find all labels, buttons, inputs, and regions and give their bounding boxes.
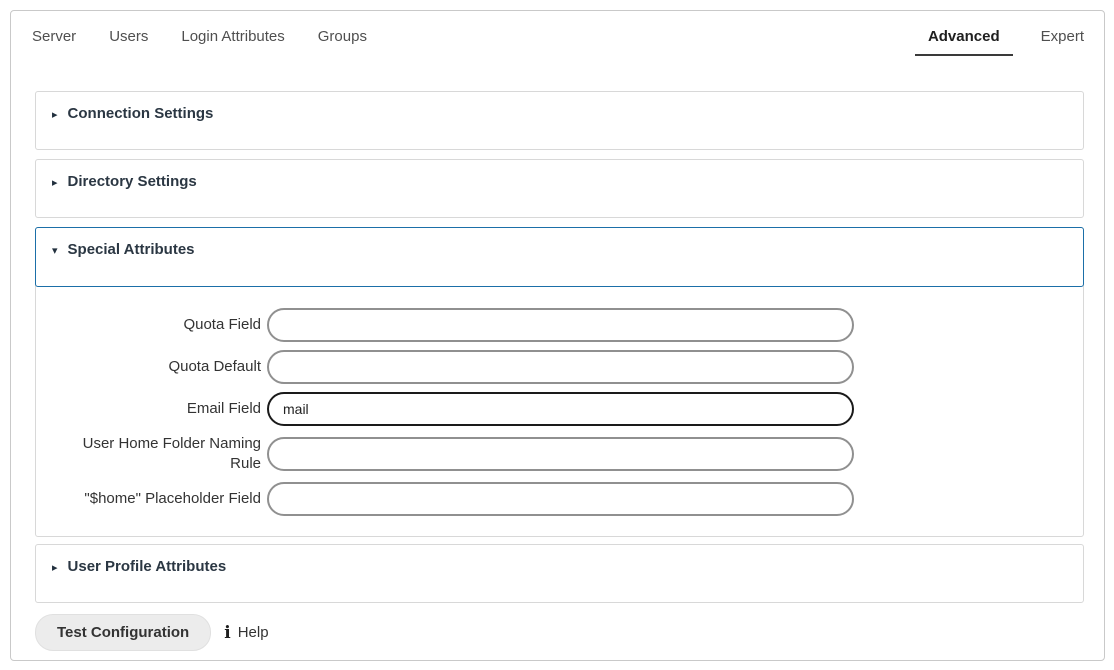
email-field-label: Email Field: [186, 400, 261, 417]
help-link[interactable]: Help: [237, 624, 269, 641]
tab-group-right: Advanced Expert: [914, 22, 1084, 56]
section-title: Connection Settings: [67, 105, 214, 122]
footer-actions: Test Configuration i Help: [35, 614, 1084, 651]
section-special-attributes: ▾ Special Attributes Quota Field Quota D…: [35, 227, 1084, 537]
chevron-right-icon: ▸: [52, 177, 58, 189]
section-user-profile-attributes-header[interactable]: ▸ User Profile Attributes: [52, 558, 1067, 576]
section-title: User Profile Attributes: [67, 558, 227, 575]
settings-sections: ▸ Connection Settings ▸ Directory Settin…: [35, 91, 1084, 603]
tab-expert[interactable]: Expert: [1040, 28, 1084, 45]
form-row-home-placeholder: "$home" Placeholder Field: [36, 482, 1083, 516]
section-directory-settings: ▸ Directory Settings: [35, 159, 1084, 218]
section-connection-settings-header[interactable]: ▸ Connection Settings: [52, 105, 1067, 123]
tab-advanced[interactable]: Advanced: [914, 22, 1013, 56]
email-field-input[interactable]: [267, 392, 854, 426]
section-title: Special Attributes: [67, 241, 195, 258]
home-placeholder-label: "$home" Placeholder Field: [84, 490, 261, 507]
special-attributes-form: Quota Field Quota Default Email Field Us…: [36, 286, 1083, 536]
ldap-settings-panel: Server Users Login Attributes Groups Adv…: [10, 10, 1105, 661]
test-configuration-button[interactable]: Test Configuration: [35, 614, 212, 651]
section-directory-settings-header[interactable]: ▸ Directory Settings: [52, 173, 1067, 191]
tab-bar: Server Users Login Attributes Groups Adv…: [32, 22, 1084, 56]
tab-users[interactable]: Users: [109, 28, 149, 45]
section-connection-settings: ▸ Connection Settings: [35, 91, 1084, 150]
tab-group-left: Server Users Login Attributes Groups: [32, 22, 367, 47]
chevron-right-icon: ▸: [52, 109, 58, 121]
form-row-quota-default: Quota Default: [36, 350, 1083, 384]
info-icon: i: [224, 622, 231, 643]
form-row-home-folder-rule: User Home Folder Naming Rule: [36, 434, 1083, 474]
chevron-right-icon: ▸: [52, 562, 58, 574]
home-placeholder-input[interactable]: [267, 482, 854, 516]
tab-server[interactable]: Server: [32, 28, 77, 45]
tab-login-attributes[interactable]: Login Attributes: [181, 28, 285, 45]
tab-groups[interactable]: Groups: [317, 28, 367, 45]
section-special-attributes-header[interactable]: ▾ Special Attributes: [35, 227, 1084, 287]
quota-default-label: Quota Default: [168, 358, 261, 375]
chevron-down-icon: ▾: [52, 245, 58, 257]
quota-default-input[interactable]: [267, 350, 854, 384]
section-title: Directory Settings: [67, 173, 197, 190]
home-folder-rule-label: User Home Folder Naming Rule: [82, 435, 261, 472]
quota-field-label: Quota Field: [183, 316, 261, 333]
home-folder-rule-input[interactable]: [267, 437, 854, 471]
form-row-quota-field: Quota Field: [36, 308, 1083, 342]
section-user-profile-attributes: ▸ User Profile Attributes: [35, 544, 1084, 603]
form-row-email-field: Email Field: [36, 392, 1083, 426]
quota-field-input[interactable]: [267, 308, 854, 342]
